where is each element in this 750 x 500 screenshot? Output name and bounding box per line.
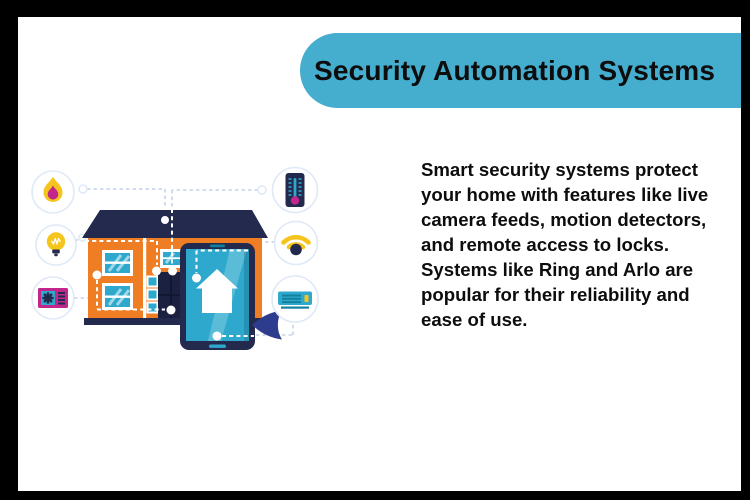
cursor-arrow-icon — [252, 310, 282, 340]
description-text: Smart security systems protect your home… — [421, 159, 709, 330]
fire-sensor-icon — [31, 170, 75, 214]
page-title: Security Automation Systems — [314, 54, 716, 86]
house-circuit-lines — [85, 209, 177, 315]
smartphone-graphic — [180, 243, 255, 350]
fan-blades — [42, 292, 54, 304]
lightbulb-icon — [35, 224, 77, 266]
home-screen-icon — [196, 269, 238, 313]
wifi-signal-icon — [273, 220, 319, 266]
smart-home-illustration — [31, 166, 319, 350]
thermometer-ticks — [288, 178, 302, 196]
phone-to-ac-connector — [256, 323, 294, 336]
thermometer-icon — [271, 166, 319, 214]
title-banner: Security Automation Systems — [300, 33, 741, 108]
hvac-fan-unit-icon — [31, 276, 75, 320]
air-conditioner-icon — [271, 275, 319, 323]
